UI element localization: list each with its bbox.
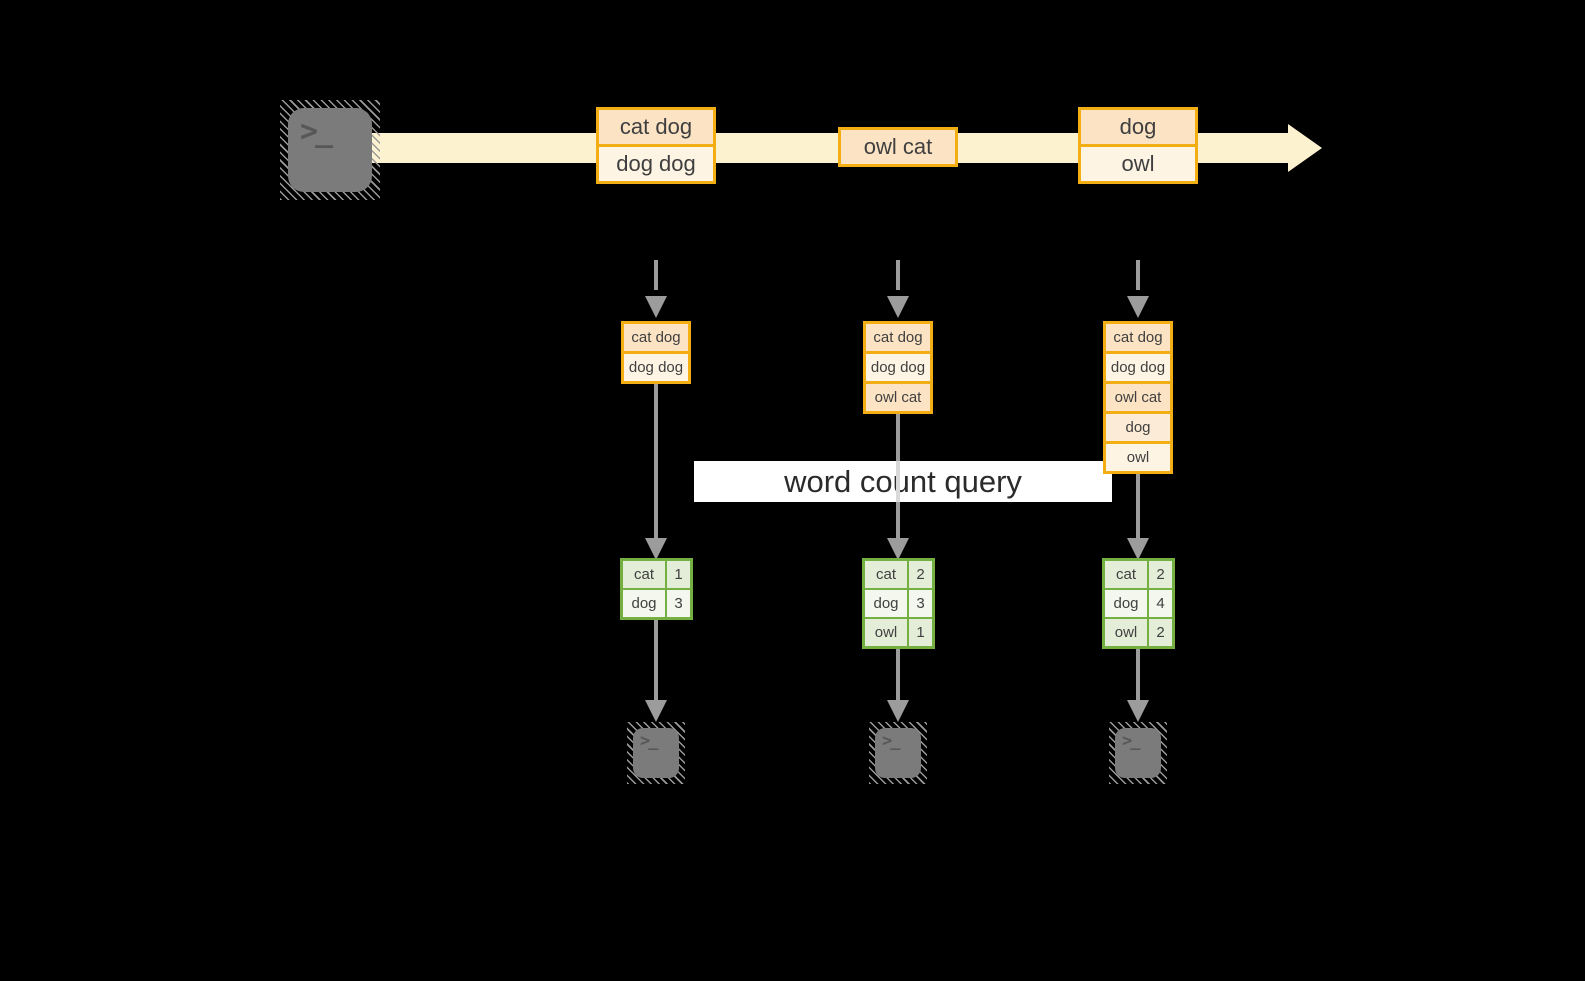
terminal-icon: >_ — [1109, 722, 1167, 784]
input-table-2: cat dog dog dog owl cat — [863, 321, 933, 414]
terminal-prompt-glyph: >_ — [300, 114, 333, 149]
terminal-body: >_ — [633, 728, 679, 778]
query-label-box: word count query — [694, 461, 1112, 502]
query-label: word count query — [784, 463, 1022, 499]
result-word-cell: owl — [1105, 619, 1147, 646]
input-row: dog dog — [866, 354, 930, 381]
input-row: dog dog — [1106, 354, 1170, 381]
down-arrowhead-icon — [1127, 296, 1149, 318]
down-arrowhead-icon — [1127, 700, 1149, 722]
down-arrow-dash — [1136, 260, 1140, 290]
down-arrowhead-icon — [887, 538, 909, 560]
terminal-body: >_ — [288, 108, 372, 192]
input-row: cat dog — [1106, 324, 1170, 351]
result-count-cell: 2 — [1149, 561, 1172, 588]
terminal-prompt-glyph: >_ — [1122, 731, 1141, 751]
stream-event-box-3: dog owl — [1078, 107, 1198, 184]
result-word-cell: dog — [623, 590, 665, 617]
connector-line — [896, 649, 900, 700]
stream-arrowhead-icon — [1288, 124, 1322, 172]
input-row: dog — [1106, 414, 1170, 441]
down-arrow-dash — [654, 260, 658, 290]
connector-line — [654, 620, 658, 700]
stream-event-row: owl — [1081, 147, 1195, 181]
down-arrowhead-icon — [645, 700, 667, 722]
result-word-cell: cat — [1105, 561, 1147, 588]
result-word-cell: cat — [623, 561, 665, 588]
result-count-cell: 4 — [1149, 590, 1172, 617]
terminal-prompt-glyph: >_ — [882, 731, 901, 751]
down-arrowhead-icon — [1127, 538, 1149, 560]
stream-event-row: cat dog — [599, 110, 713, 144]
input-table-1: cat dog dog dog — [621, 321, 691, 384]
result-count-cell: 2 — [1149, 619, 1172, 646]
result-word-cell: dog — [1105, 590, 1147, 617]
result-count-cell: 1 — [909, 619, 932, 646]
result-table-1: cat 1 dog 3 — [620, 558, 693, 620]
input-row: cat dog — [866, 324, 930, 351]
result-count-cell: 1 — [667, 561, 690, 588]
input-row: owl cat — [866, 384, 930, 411]
terminal-body: >_ — [1115, 728, 1161, 778]
stream-event-row: dog — [1081, 110, 1195, 144]
terminal-body: >_ — [875, 728, 921, 778]
input-row: owl — [1106, 444, 1170, 471]
connector-line — [1136, 649, 1140, 700]
result-word-cell: dog — [865, 590, 907, 617]
input-table-3: cat dog dog dog owl cat dog owl — [1103, 321, 1173, 474]
stream-event-row: dog dog — [599, 147, 713, 181]
input-row: owl cat — [1106, 384, 1170, 411]
down-arrowhead-icon — [887, 700, 909, 722]
input-row: cat dog — [624, 324, 688, 351]
terminal-icon: >_ — [869, 722, 927, 784]
result-table-3: cat 2 dog 4 owl 2 — [1102, 558, 1175, 649]
connector-line — [654, 384, 658, 540]
terminal-icon: >_ — [280, 100, 380, 200]
down-arrowhead-icon — [887, 296, 909, 318]
result-table-2: cat 2 dog 3 owl 1 — [862, 558, 935, 649]
terminal-prompt-glyph: >_ — [640, 731, 659, 751]
connector-line — [1136, 474, 1140, 540]
down-arrow-dash — [896, 260, 900, 290]
result-word-cell: cat — [865, 561, 907, 588]
result-count-cell: 3 — [667, 590, 690, 617]
input-row: dog dog — [624, 354, 688, 381]
stream-event-row: owl cat — [841, 130, 955, 164]
result-count-cell: 3 — [909, 590, 932, 617]
result-word-cell: owl — [865, 619, 907, 646]
connector-line-faint — [896, 461, 900, 502]
stream-event-box-2: owl cat — [838, 127, 958, 167]
down-arrowhead-icon — [645, 538, 667, 560]
result-count-cell: 2 — [909, 561, 932, 588]
terminal-icon: >_ — [627, 722, 685, 784]
stream-event-box-1: cat dog dog dog — [596, 107, 716, 184]
down-arrowhead-icon — [645, 296, 667, 318]
